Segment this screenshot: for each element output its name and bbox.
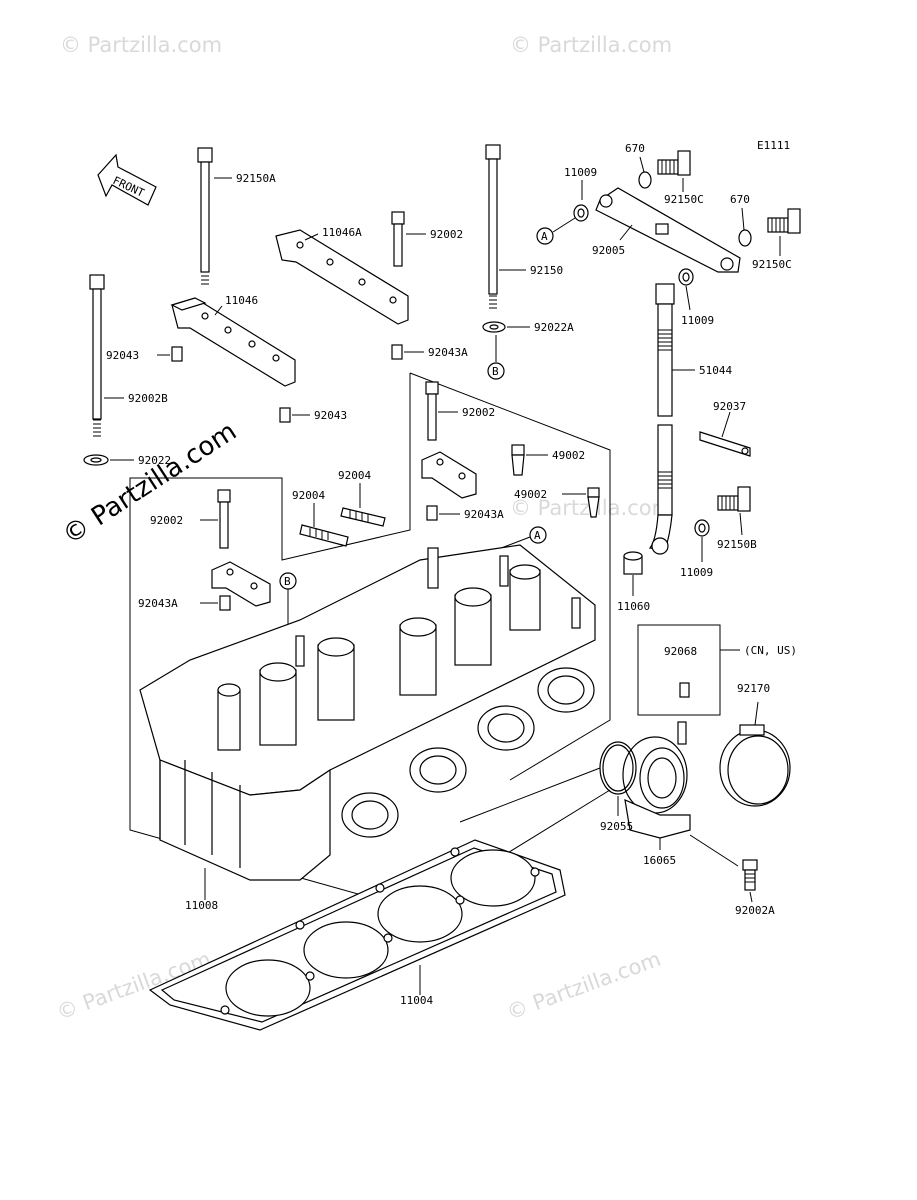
label-11046a: 11046A (322, 226, 362, 239)
callout-b-top-label: B (492, 365, 499, 378)
label-92150c-a: 92150C (664, 193, 704, 206)
label-92002-left: 92002 (150, 514, 183, 527)
label-92002-top: 92002 (430, 228, 463, 241)
cam-cap-11046 (170, 297, 296, 387)
callout-a-top (536, 227, 554, 245)
dowel-92043-mid (279, 407, 291, 423)
o-ring-670-a (638, 171, 652, 189)
label-92170: 92170 (737, 682, 770, 695)
label-92043-mid: 92043 (314, 409, 347, 422)
cylinder-head-11008 (139, 544, 596, 881)
label-11046: 11046 (225, 294, 258, 307)
label-92150a: 92150A (236, 172, 276, 185)
label-92005: 92005 (592, 244, 625, 257)
bolt-92150a (197, 147, 213, 285)
label-92002b: 92002B (128, 392, 168, 405)
dowel-92043a-mid (426, 505, 438, 521)
label-51044: 51044 (699, 364, 732, 377)
label-670-a: 670 (625, 142, 645, 155)
bolt-92150 (485, 144, 501, 309)
dowel-92043a-left (219, 595, 231, 611)
label-92004-a: 92004 (338, 469, 371, 482)
label-92055: 92055 (600, 820, 633, 833)
label-11008: 11008 (185, 899, 218, 912)
oil-line-51044 (648, 223, 675, 555)
label-92043a-top: 92043A (428, 346, 468, 359)
label-92150c-b: 92150C (752, 258, 792, 271)
callout-a-mid-label: A (534, 529, 541, 542)
banjo-bolt-92150c-a (657, 150, 691, 176)
watermark-center: © Partzilla.com (57, 416, 242, 550)
label-92043-left: 92043 (106, 349, 139, 362)
label-92068: 92068 (664, 645, 697, 658)
clamp-92037 (699, 431, 751, 457)
label-49002-b: 49002 (514, 488, 547, 501)
label-11060: 11060 (617, 600, 650, 613)
banjo-bolt-92150b (717, 486, 751, 512)
label-92043a-mid: 92043A (464, 508, 504, 521)
label-92150: 92150 (530, 264, 563, 277)
o-ring-670-b (738, 229, 752, 247)
label-92004-b: 92004 (292, 489, 325, 502)
label-92022a: 92022A (534, 321, 574, 334)
banjo-bolt-92150c-b (767, 208, 801, 234)
callout-b-top (487, 362, 505, 380)
cam-cap-11046a (275, 229, 409, 325)
stud-92004-b (299, 524, 349, 547)
label-16065: 16065 (643, 854, 676, 867)
bolt-92002a (742, 859, 758, 891)
stud-92004-a (340, 507, 386, 527)
callout-b-left-label: B (284, 575, 291, 588)
inset-outline-right (409, 372, 611, 781)
head-gasket-11004 (148, 839, 566, 1031)
label-92043a-left: 92043A (138, 597, 178, 610)
callout-a-mid (529, 526, 547, 544)
box-92068 (637, 624, 721, 716)
bolt-92002-top (391, 211, 405, 267)
watermark-bottom-right: © Partzilla.com (504, 947, 664, 1025)
dowel-92043-left (171, 346, 183, 362)
dowel-92043a-top (391, 344, 403, 360)
fitting-49002-a (511, 444, 525, 476)
label-92037: 92037 (713, 400, 746, 413)
label-670-b: 670 (730, 193, 750, 206)
label-92002a: 92002A (735, 904, 775, 917)
cap-11060 (623, 551, 643, 575)
label-92150b: 92150B (717, 538, 757, 551)
carb-holder-16065 (622, 721, 691, 839)
watermark-top-right: © Partzilla.com (510, 33, 672, 57)
callout-a-top-label: A (541, 230, 548, 243)
watermark-top-left: © Partzilla.com (60, 33, 222, 57)
hose-clamp-92170 (719, 724, 791, 807)
label-11009-a: 11009 (564, 166, 597, 179)
plug-92068 (679, 682, 690, 698)
label-92002-mid: 92002 (462, 406, 495, 419)
label-11004: 11004 (400, 994, 433, 1007)
diagram-code: E1111 (757, 139, 790, 152)
label-49002-a: 49002 (552, 449, 585, 462)
label-11009-c: 11009 (680, 566, 713, 579)
note-cn-us: (CN, US) (744, 644, 797, 657)
cam-cap-small-mid (421, 451, 477, 499)
bolt-92002b (89, 274, 105, 437)
label-11009-b: 11009 (681, 314, 714, 327)
cam-cap-small-left (211, 561, 271, 607)
bolt-92002-mid (425, 381, 439, 441)
label-92022: 92022 (138, 454, 171, 467)
fitting-49002-b (587, 487, 600, 518)
front-arrow-icon: FRONT (97, 153, 157, 206)
bolt-92002-left (217, 489, 231, 549)
